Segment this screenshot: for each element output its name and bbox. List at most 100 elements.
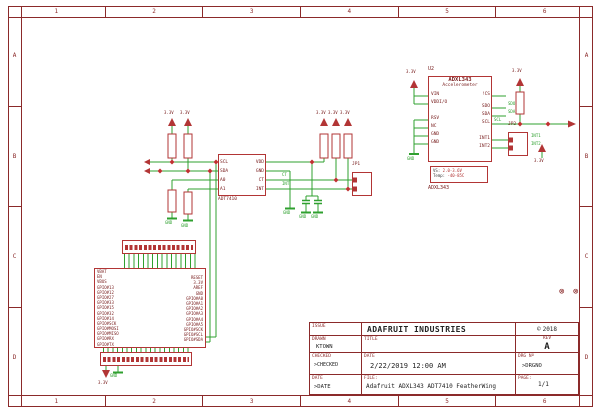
feather-pin-label: GPIO#MISO [97, 331, 119, 337]
pin-label: VDD [255, 160, 264, 165]
company-name: ADAFRUIT INDUSTRIES [362, 323, 516, 336]
frame-col-label: 4 [301, 396, 399, 407]
feather-pin-label: GPIO#SCL [183, 332, 203, 338]
issue-cell: ISSUE [310, 323, 362, 336]
frame-col-label: 3 [203, 6, 302, 17]
feather-pin-label: EN [97, 274, 102, 280]
copyright-year: 2018 [542, 325, 558, 333]
frame-col-label: 4 [301, 6, 399, 17]
capacitors[interactable] [302, 199, 322, 205]
rev-cell: REV A [516, 336, 578, 353]
pin-label: SCL [481, 120, 490, 125]
supply-3v3-label: 3.3V [316, 110, 326, 115]
pin-label: VDDI/O [431, 100, 448, 105]
date2-value: >DATE [314, 384, 331, 390]
copyright-cell: © 2018 [516, 323, 578, 336]
adxl343-bottom-label: ADXL343 [428, 185, 450, 191]
supply-3v3-label: 3.3V [406, 69, 416, 74]
net-label-sdo: SDO [508, 101, 516, 106]
pin-label: GND [255, 169, 264, 174]
adt7410-symbol[interactable] [218, 154, 266, 196]
frame-row-label: C [580, 207, 593, 308]
net-label-int2: INT2 [531, 141, 541, 146]
feather-top-header[interactable] [122, 240, 196, 254]
resistor [167, 133, 177, 159]
drawn-cell: DRAWN KTOWN [310, 336, 362, 353]
supply-3v3-label: 3.3V [180, 110, 190, 115]
pin-label: GND [431, 132, 440, 137]
feather-pin-label: GPIO#MOSI [97, 326, 119, 332]
junction-dot [157, 121, 551, 192]
gnd-label: GND [110, 373, 118, 378]
feather-pin-label: GPIO#A5 [186, 321, 203, 327]
frame-col-label: 5 [399, 396, 497, 407]
checked-cell: CHECKED >CHECKED [310, 353, 362, 375]
frame-row-label: A [8, 6, 21, 107]
date-value: 2/22/2019 12:00 AM [370, 362, 446, 370]
pin-label: A1 [220, 187, 226, 192]
checked-value: >CHECKED [314, 362, 339, 368]
feather-pin-label: GPIO#14 [97, 315, 114, 321]
supply-3v3-label: 3.3V [340, 110, 350, 115]
pin-label: NC [431, 124, 437, 129]
jp1-label: JP1 [352, 162, 361, 167]
supply-3v3-label: 3.3V [328, 110, 338, 115]
gnd-label: GND [299, 214, 307, 219]
resistor [331, 133, 341, 159]
resistor [319, 133, 329, 159]
frame-row-label: A [580, 6, 593, 107]
resistor [183, 133, 193, 159]
resistor [343, 133, 353, 159]
pin-label: INT2 [479, 144, 490, 149]
feather-pin-label: GPIO#32 [97, 310, 114, 316]
title-label: TITLE [364, 337, 378, 342]
checked-label: CHECKED [312, 354, 331, 359]
gnd-label: GND [283, 210, 291, 215]
frame-col-label: 6 [542, 8, 547, 15]
rev-value: A [544, 342, 550, 352]
gnd-label: GND [165, 220, 173, 225]
page-label: PAGE: [518, 376, 532, 381]
pin-label: SDA [220, 169, 229, 174]
jp2-connector[interactable] [508, 132, 528, 156]
note-vs-label: VS: [433, 168, 441, 173]
adxl343-symbol[interactable] [428, 76, 492, 162]
pin-label: CT [258, 178, 264, 183]
feather-pin-label: GPIO#A1 [186, 300, 203, 306]
resistors[interactable] [167, 91, 525, 215]
pin-label: GND [431, 140, 440, 145]
feather-bottom-header[interactable] [100, 352, 192, 366]
feather-pin-label: GPIO#15 [97, 305, 114, 311]
page-cell: PAGE: 1/1 [516, 375, 578, 394]
adxl343-title: ADXL343 [448, 77, 472, 83]
pin-label: SCL [220, 160, 229, 165]
feather-pin-label: VBAT [97, 269, 107, 274]
pin-label: SDA [481, 112, 490, 117]
frame-col-label: 3 [203, 396, 302, 407]
feather-symbol[interactable] [94, 268, 206, 348]
feather-pin-label: GPIO#13 [97, 284, 114, 290]
drgno-label: DRG Nº [518, 354, 535, 359]
resistor [515, 91, 525, 115]
frame-col-label: 2 [106, 6, 204, 17]
feather-pin-label: GPIO#A0 [186, 295, 203, 301]
supply-arrow-icon [102, 78, 546, 378]
pin-pads [125, 245, 193, 250]
jp1-connector[interactable] [352, 172, 372, 196]
resistor [167, 189, 177, 213]
drgno-value: >DRGNO [522, 363, 542, 369]
gnd-symbol [113, 153, 419, 374]
drawn-value: KTOWN [316, 344, 333, 350]
pin-label: VIN [431, 92, 440, 97]
jp2-label: JP2 [508, 122, 517, 127]
issue-label: ISSUE [312, 324, 326, 329]
feather-pin-label: GPIO#33 [97, 300, 114, 306]
file-label: FILE: [364, 376, 378, 381]
feather-pin-label: RESET [190, 275, 203, 280]
frame-col-label: 2 [106, 396, 204, 407]
feather-pin-label: 3.3V [193, 280, 203, 286]
